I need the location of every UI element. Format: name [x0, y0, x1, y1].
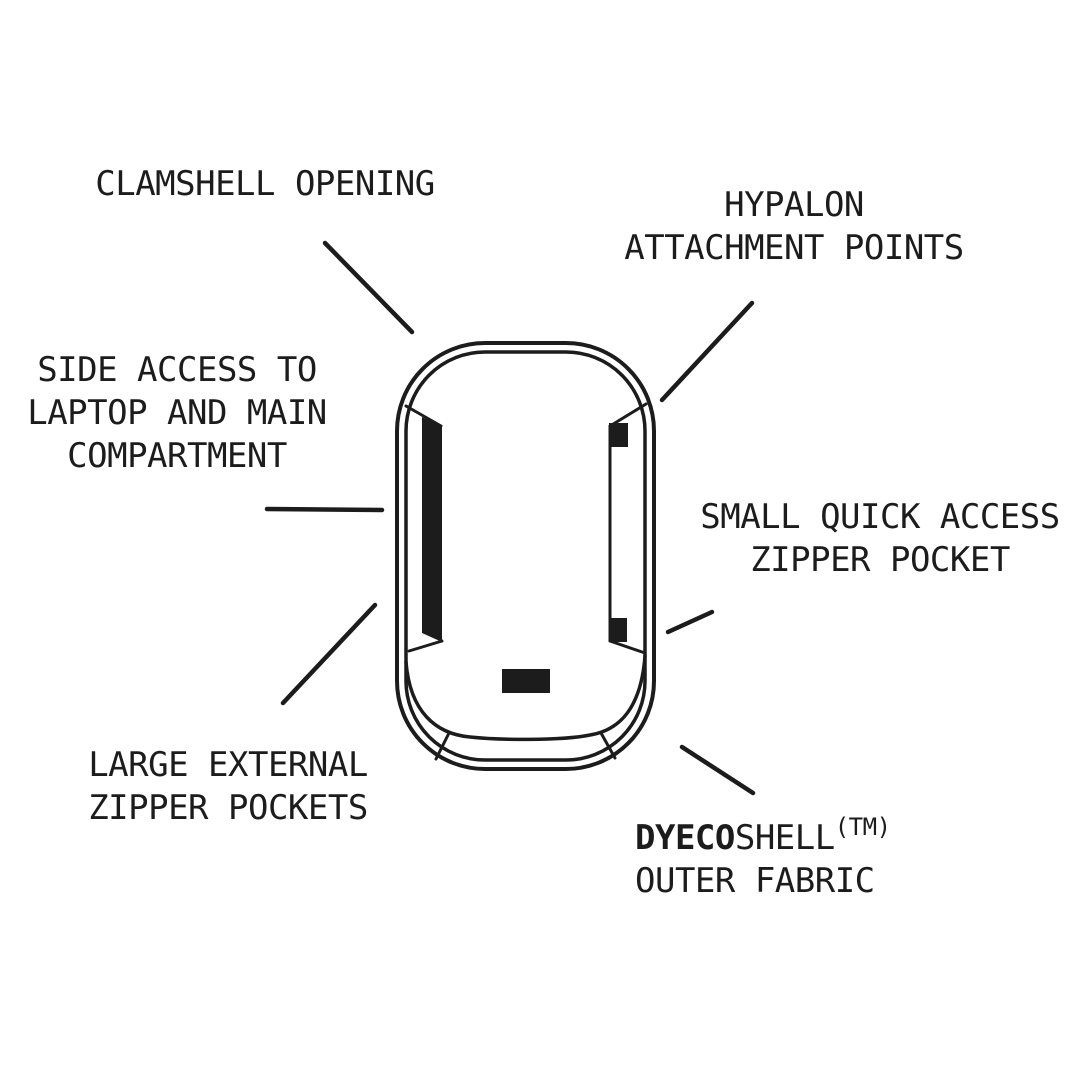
label-small-quick-access: SMALL QUICK ACCESS ZIPPER POCKET [700, 496, 1060, 582]
label-line: LARGE EXTERNAL [88, 745, 368, 785]
side-access-zipper-bar [422, 417, 442, 642]
label-line: HYPALON [724, 185, 864, 225]
label-line: ATTACHMENT POINTS [624, 228, 964, 268]
label-line: COMPARTMENT [67, 436, 287, 476]
label-line: SIDE ACCESS TO [37, 350, 317, 390]
leader-small-quick-access [665, 609, 715, 635]
label-line: CLAMSHELL OPENING [95, 164, 435, 204]
trademark-mark: (TM) [834, 813, 891, 841]
label-clamshell-opening: CLAMSHELL OPENING [95, 163, 435, 206]
base-dart-left [434, 731, 451, 761]
brand-name-bold: DYECO [635, 818, 735, 858]
hypalon-point-top-icon [609, 423, 628, 447]
right-panel-seam-bottom [608, 639, 647, 655]
label-hypalon-attachment-points: HYPALON ATTACHMENT POINTS [624, 184, 964, 270]
label-line: OUTER FABRIC [635, 861, 875, 901]
label-line: ZIPPER POCKETS [88, 788, 368, 828]
leader-clamshell-opening [322, 240, 415, 335]
logo-patch-icon [502, 669, 550, 693]
leader-hypalon-attachment-points [659, 300, 755, 403]
base-panel-seam [404, 654, 647, 742]
label-line: SMALL QUICK ACCESS [700, 497, 1060, 537]
brand-name-regular: SHELL [734, 818, 835, 858]
leader-side-access [264, 506, 385, 513]
label-large-external-pockets: LARGE EXTERNAL ZIPPER POCKETS [88, 744, 368, 830]
left-panel-seam-bottom [407, 639, 444, 653]
label-dyecoshell-outer-fabric: DYECOSHELL(TM) OUTER FABRIC [635, 806, 891, 903]
backpack-outline-inner [404, 350, 647, 762]
base-dart-right [599, 731, 617, 760]
leader-dyecoshell-outer-fabric [679, 744, 756, 796]
label-side-access: SIDE ACCESS TO LAPTOP AND MAIN COMPARTME… [27, 349, 327, 478]
hypalon-point-bottom-icon [610, 618, 627, 642]
right-panel-seam-top [608, 402, 648, 428]
label-line: ZIPPER POCKET [750, 540, 1010, 580]
backpack-outline-outer [395, 341, 656, 771]
label-line: DYECOSHELL(TM) [635, 806, 891, 860]
left-panel-seam-top [404, 404, 443, 428]
label-line: LAPTOP AND MAIN [27, 393, 327, 433]
leader-large-external-pockets [280, 602, 378, 706]
